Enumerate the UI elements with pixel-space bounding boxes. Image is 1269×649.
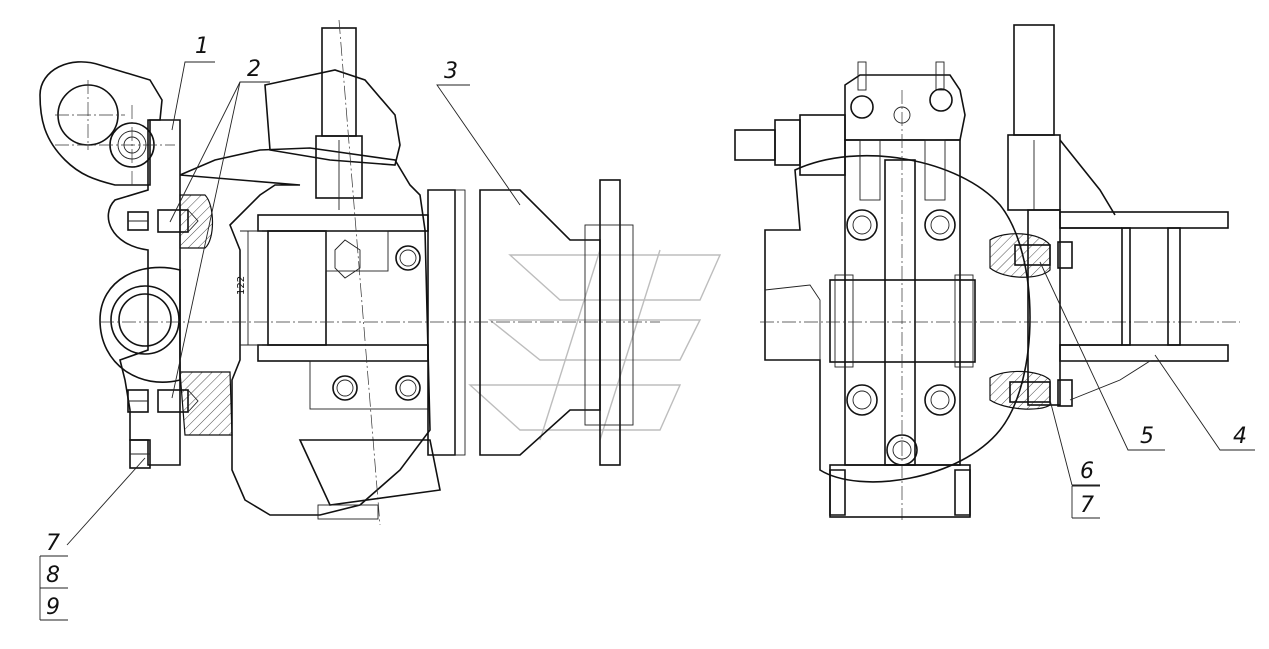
dimension-122: 122 <box>236 230 262 346</box>
callout-8: 8 <box>46 563 60 588</box>
right-assembly-view <box>734 24 1240 520</box>
bolt-upper-left <box>127 211 149 231</box>
callout-labels: 1 2 3 4 5 6 7 7 8 9 <box>39 34 1247 621</box>
callout-2: 2 <box>247 57 261 82</box>
bolt-bottom-left <box>129 439 151 469</box>
callout-4: 4 <box>1233 424 1247 449</box>
watermark-logo <box>468 249 722 441</box>
dimension-122-text: 122 <box>236 276 247 295</box>
callout-6: 6 <box>1080 459 1094 484</box>
callout-9: 9 <box>46 595 60 620</box>
callout-7-right: 7 <box>1080 493 1094 518</box>
callout-1: 1 <box>195 34 209 59</box>
bolt-lower-left <box>127 389 149 413</box>
leader-lines <box>66 61 1255 546</box>
callout-3: 3 <box>444 59 458 84</box>
callout-5: 5 <box>1140 424 1154 449</box>
left-assembly-view: 122 <box>39 19 660 526</box>
callout-7-left: 7 <box>46 531 60 556</box>
